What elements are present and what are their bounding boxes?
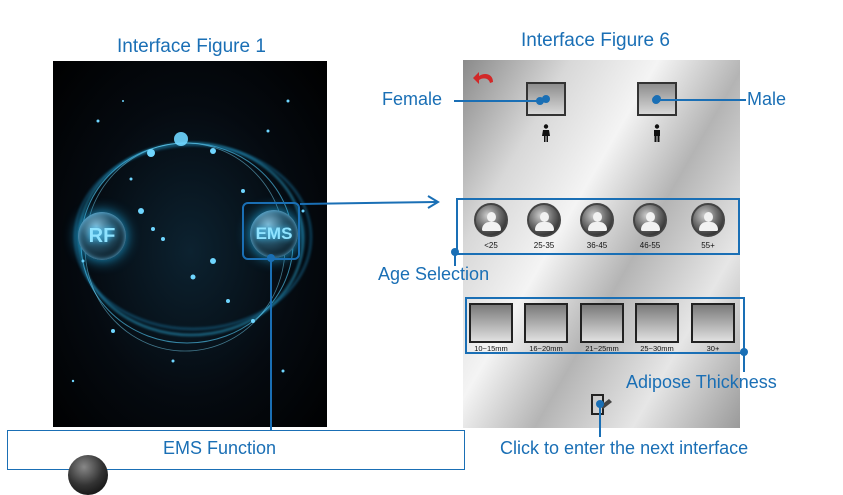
age-option-icon[interactable] — [580, 203, 614, 237]
age-selection-callout: Age Selection — [378, 264, 490, 284]
ems-button[interactable]: EMS — [250, 210, 298, 258]
ems-label: EMS — [255, 224, 293, 243]
thickness-label: 16~20mm — [529, 344, 563, 353]
ems-orb-fragment — [68, 455, 108, 495]
next-interface-callout: Click to enter the next interface — [500, 438, 749, 458]
female-callout: Female — [382, 89, 443, 109]
rf-button[interactable]: RF — [78, 212, 126, 260]
age-option-icon[interactable] — [633, 203, 667, 237]
age-label: 46-55 — [639, 241, 661, 250]
thickness-option-button[interactable] — [469, 303, 513, 343]
age-label: 55+ — [701, 241, 715, 250]
thickness-label: 21~25mm — [585, 344, 619, 353]
interface-figure-1-screen: RF EMS — [53, 61, 327, 427]
figure-1-title: Interface Figure 1 — [117, 36, 266, 57]
figure-6-title: Interface Figure 6 — [521, 30, 670, 51]
age-option-icon[interactable] — [527, 203, 561, 237]
male-button[interactable] — [637, 82, 677, 116]
rf-label: RF — [88, 224, 116, 247]
age-selection-box — [456, 198, 740, 255]
thickness-option-button[interactable] — [580, 303, 624, 343]
female-button[interactable] — [526, 82, 566, 116]
age-option-icon[interactable] — [474, 203, 508, 237]
ems-function-panel: EMS Function — [7, 430, 465, 495]
age-label: 36-45 — [586, 241, 608, 250]
thickness-label: 10~15mm — [474, 344, 508, 353]
ems-highlight-box — [242, 202, 300, 260]
male-callout: Male — [747, 89, 787, 109]
interface-figure-6-screen: <25 25-35 36-45 46-55 55+ 10~15mm 16~20m… — [463, 60, 740, 428]
thickness-label: 30+ — [706, 344, 720, 353]
adipose-thickness-callout: Adipose Thickness — [626, 372, 777, 392]
age-label: 25-35 — [533, 241, 555, 250]
thickness-option-button[interactable] — [524, 303, 568, 343]
thickness-label: 25~30mm — [640, 344, 674, 353]
back-arrow-icon[interactable] — [473, 70, 495, 86]
next-page-icon[interactable] — [591, 394, 613, 416]
female-icon — [542, 124, 550, 142]
ems-function-title: EMS Function — [163, 438, 277, 458]
thickness-option-button[interactable] — [635, 303, 679, 343]
thickness-option-button[interactable] — [691, 303, 735, 343]
age-option-icon[interactable] — [691, 203, 725, 237]
age-label: <25 — [484, 241, 498, 250]
male-icon — [654, 124, 660, 142]
adipose-thickness-box — [465, 297, 745, 354]
